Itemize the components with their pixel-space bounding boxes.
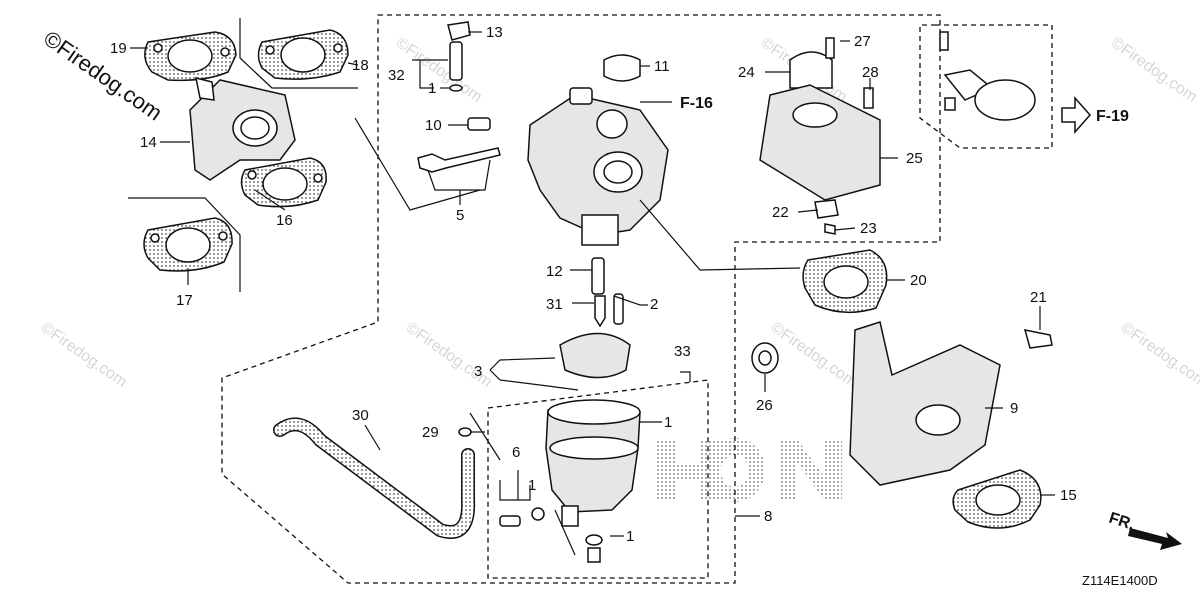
cap-11 xyxy=(603,54,641,82)
callout-12: 12 xyxy=(546,263,563,280)
callout-13: 13 xyxy=(486,24,503,41)
watermark-faint: ©Firedog.com xyxy=(38,319,130,391)
watermark-faint: ©Firedog.com xyxy=(1108,34,1200,106)
front-direction-arrow xyxy=(1128,528,1182,550)
lever-22 xyxy=(814,199,839,219)
screw-10 xyxy=(467,117,491,131)
callout-27: 27 xyxy=(854,33,871,50)
carburetor-group-boundary xyxy=(221,14,941,584)
leader-lines xyxy=(130,31,1055,556)
bracket-25 xyxy=(759,84,881,201)
callout-5: 5 xyxy=(456,207,464,224)
frame-line xyxy=(354,117,481,211)
callout-18: 18 xyxy=(352,57,369,74)
float-3 xyxy=(559,332,631,379)
watermark: ©Firedog.com xyxy=(39,26,167,126)
callout-22: 22 xyxy=(772,204,789,221)
callout-17: 17 xyxy=(176,292,193,309)
callout-9: 9 xyxy=(1010,400,1018,417)
needle-31 xyxy=(594,295,606,328)
reference-f16: F-16 xyxy=(680,95,713,112)
watermark-faint: ©Firedog.com xyxy=(403,319,495,391)
callout-20: 20 xyxy=(910,272,927,289)
callout-labels: 13 32 1 11 10 5 12 31 2 3 33 1 29 30 6 1… xyxy=(110,24,1077,545)
watermark-faint: ©Firedog.com xyxy=(393,34,485,106)
diagram-code: Z114E1400D xyxy=(1082,573,1158,588)
callout-10: 10 xyxy=(425,117,442,134)
callout-33: 33 xyxy=(674,343,691,360)
callout-29: 29 xyxy=(422,424,439,441)
callout-28: 28 xyxy=(862,64,879,81)
callout-11: 11 xyxy=(654,58,670,75)
callout-30: 30 xyxy=(352,407,369,424)
float-chamber-group-boundary xyxy=(487,379,709,579)
frame-line xyxy=(239,18,358,89)
diaphragm-24 xyxy=(789,51,833,89)
heat-shield-9 xyxy=(849,321,1001,486)
callout-1: 1 xyxy=(428,80,436,97)
watermark-faint: ©Firedog.com xyxy=(1118,319,1200,391)
front-direction-label: FR. xyxy=(1107,510,1137,534)
callout-26: 26 xyxy=(756,397,773,414)
callout-25: 25 xyxy=(906,150,923,167)
watermark-faint: ©Firedog.com xyxy=(768,319,860,391)
callout-32: 32 xyxy=(388,67,405,84)
callout-1: 1 xyxy=(528,477,536,494)
callout-23: 23 xyxy=(860,220,877,237)
callout-3: 3 xyxy=(474,363,482,380)
reference-arrow-f19 xyxy=(1061,96,1092,134)
callout-21: 21 xyxy=(1030,289,1047,306)
callout-16: 16 xyxy=(276,212,293,229)
callout-1: 1 xyxy=(664,414,672,431)
callout-14: 14 xyxy=(140,134,157,151)
screw-13 xyxy=(447,21,471,41)
brand-watermark-letters xyxy=(655,438,842,502)
callout-6: 6 xyxy=(512,444,520,461)
frame-line xyxy=(128,197,241,292)
main-jet-12 xyxy=(591,257,605,295)
callout-31: 31 xyxy=(546,296,563,313)
callout-8: 8 xyxy=(764,508,772,525)
callout-1: 1 xyxy=(626,528,634,545)
callout-15: 15 xyxy=(1060,487,1077,504)
clip-21 xyxy=(1023,329,1053,349)
callout-2: 2 xyxy=(650,296,658,313)
reference-f19: F-19 xyxy=(1096,108,1129,125)
air-cleaner-group-boundary xyxy=(919,24,1053,149)
callout-24: 24 xyxy=(738,64,755,81)
callout-19: 19 xyxy=(110,40,127,57)
